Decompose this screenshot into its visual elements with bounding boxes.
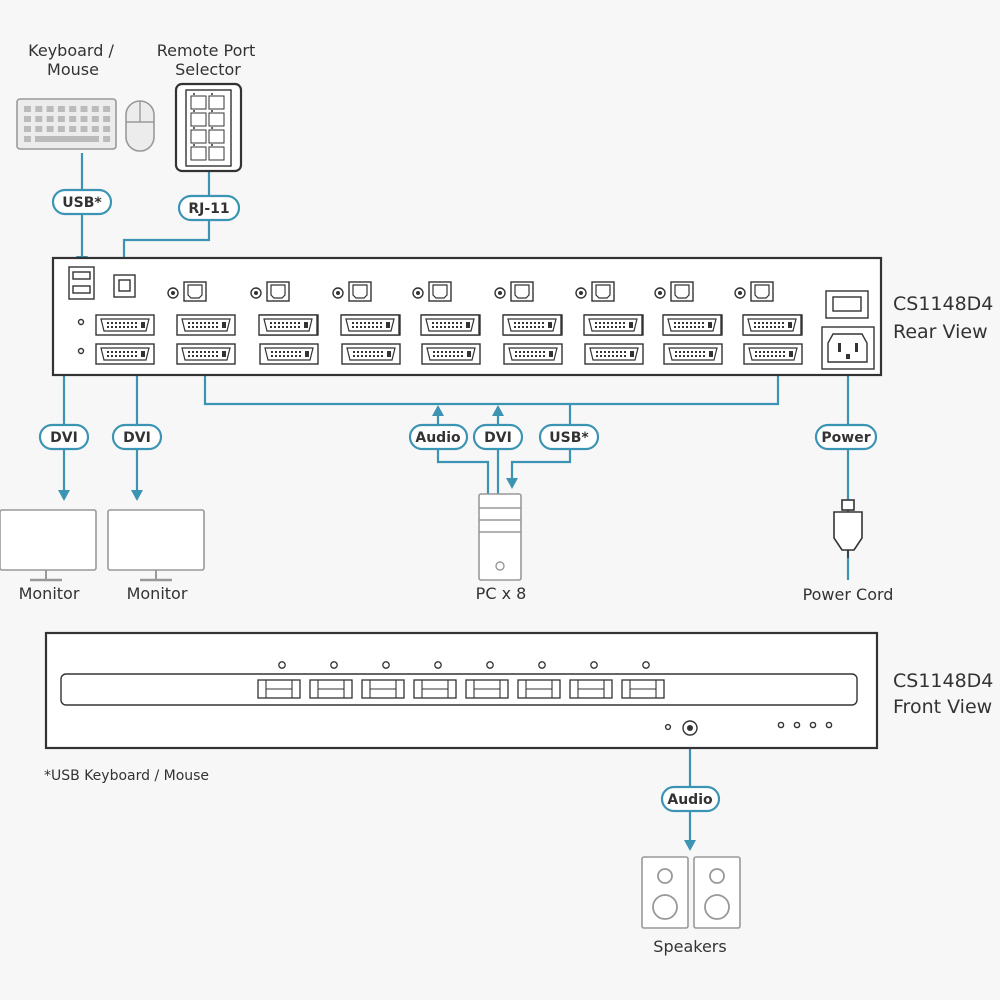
front-audio-led (664, 723, 672, 731)
rear-view-title: Rear View (893, 321, 988, 343)
footnote: *USB Keyboard / Mouse (44, 768, 209, 784)
cable-labels: USB* RJ-11 DVI DVI Audio DVI USB* Power (38, 188, 878, 813)
remote-port-label-1: Remote Port (157, 41, 256, 60)
usb-keyboard-pill: USB* (51, 188, 113, 216)
dvi-monitor-2-arrow (131, 490, 143, 501)
remote-port-selector: Remote Port Selector (157, 41, 256, 173)
dvi-monitor-1-pill: DVI (38, 423, 90, 451)
usb-pc-pill: USB* (538, 423, 600, 451)
front-port-button (517, 661, 561, 699)
pc: PC x 8 (476, 493, 527, 603)
front-button-bar (60, 673, 858, 706)
power-pill-text: Power (821, 430, 870, 446)
audio-pc-pill-text: Audio (415, 430, 461, 446)
rear-panel (51, 256, 883, 377)
dvi-pc-pill: DVI (472, 423, 524, 451)
pc-port-group (167, 281, 236, 365)
monitor-1-icon (0, 509, 97, 582)
front-port-button (413, 661, 457, 699)
pc-bus-cable (203, 366, 780, 406)
front-port-button (361, 661, 405, 699)
front-port-button (257, 661, 301, 699)
front-panel (44, 631, 879, 750)
front-status-led (777, 721, 785, 729)
dvi-monitor-2-pill-text: DVI (123, 430, 151, 446)
pc-port-group (494, 281, 563, 365)
speakers-icon (641, 856, 741, 929)
power-cord-label: Power Cord (803, 585, 894, 604)
remote-port-label-2: Selector (175, 60, 241, 79)
dvi-monitor-1-pill-text: DVI (50, 430, 78, 446)
front-port-button (309, 661, 353, 699)
pc-port-group (412, 281, 481, 365)
audio-pc-pill: Audio (408, 423, 469, 451)
audio-speakers-pill: Audio (660, 785, 721, 813)
rj11-pill: RJ-11 (177, 194, 241, 222)
pc-port-group (575, 281, 644, 365)
monitor-2-label: Monitor (127, 584, 188, 603)
audio-speakers-arrow (684, 840, 696, 851)
mouse-icon (125, 100, 155, 152)
speakers: Speakers (641, 856, 741, 956)
console-led (77, 318, 85, 326)
power-plug-icon (833, 499, 863, 558)
monitor-2: Monitor (107, 509, 205, 603)
pc-label: PC x 8 (476, 584, 527, 603)
rear-view-model: CS1148D4 (893, 293, 993, 315)
front-port-button (569, 661, 613, 699)
keyboard-mouse-label-1: Keyboard / (28, 41, 114, 60)
dvi-pc-pill-text: DVI (484, 430, 512, 446)
monitor-1: Monitor (0, 509, 97, 603)
keyboard-mouse-label-2: Mouse (47, 60, 99, 79)
pc-tower-icon (478, 493, 522, 581)
dvi-pc-arrow (492, 405, 504, 416)
speakers-label: Speakers (653, 937, 726, 956)
monitor-2-icon (107, 509, 205, 582)
keyboard-icon (16, 98, 117, 150)
pc-port-group (332, 281, 401, 365)
rj11-pill-text: RJ-11 (188, 201, 229, 217)
front-view-title: Front View (893, 696, 992, 718)
power-pill: Power (814, 423, 878, 451)
front-view-model: CS1148D4 (893, 670, 993, 692)
console-dvi-ports (95, 314, 155, 365)
pc-port-group (250, 281, 319, 365)
usb-pc-arrow (506, 478, 518, 489)
keyboard-mouse: Keyboard / Mouse (16, 41, 155, 152)
usb-keyboard-pill-text: USB* (62, 195, 102, 211)
audio-pc-arrow (432, 405, 444, 416)
remote-port-selector-icon (174, 82, 243, 173)
front-port-button (621, 661, 665, 699)
front-port-button (465, 661, 509, 699)
dvi-monitor-1-arrow (58, 490, 70, 501)
power-cord: Power Cord (803, 499, 894, 604)
monitor-1-label: Monitor (19, 584, 80, 603)
usb-pc-pill-text: USB* (549, 430, 589, 446)
pc-port-group (654, 281, 723, 365)
dvi-monitor-2-pill: DVI (111, 423, 163, 451)
audio-speakers-pill-text: Audio (667, 792, 713, 808)
pc-port-group (734, 281, 803, 365)
